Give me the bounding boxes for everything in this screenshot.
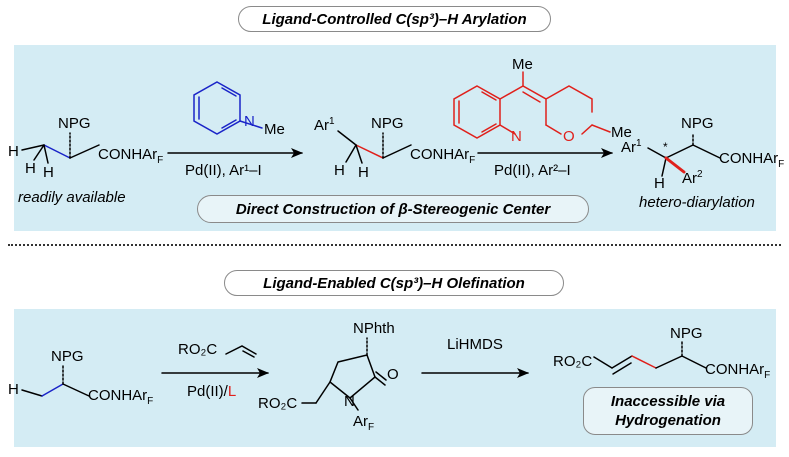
product-npg: NPG	[670, 325, 703, 342]
step2-conditions: Pd(II), Ar²–I	[494, 162, 571, 179]
sm2-amide: CONHArF	[88, 387, 154, 407]
product-ester: RO₂C	[553, 353, 593, 370]
p1-amide: CONHArF	[410, 146, 476, 166]
ligand1-me: Me	[264, 121, 285, 138]
p1-h-right: H	[358, 164, 369, 181]
sm-h3-bond	[43, 144, 49, 164]
sm2-backbone	[62, 383, 90, 397]
sm-h-bottom: H	[43, 164, 54, 181]
lactam-ar: ArF	[353, 413, 375, 433]
step4-reagent: LiHMDS	[447, 336, 503, 353]
title-olefination: Ligand-Enabled C(sp³)–H Olefination	[224, 270, 564, 296]
p2-star: *	[663, 140, 668, 154]
p2-ar2-bond	[664, 156, 686, 174]
p2-ar1: Ar1	[621, 138, 642, 156]
sm-h-bond	[21, 144, 45, 151]
note-inaccessible-hydrogenation: Inaccessible via Hydrogenation	[583, 387, 753, 435]
p2-amide: CONHArF	[719, 150, 785, 170]
sm-backbone	[69, 144, 100, 159]
sm2-h: H	[8, 381, 19, 398]
ligand1-pyridine	[193, 81, 263, 135]
olefin-product-bonds	[593, 339, 707, 375]
p2-amide-bond	[692, 144, 721, 159]
section-divider	[8, 244, 781, 246]
p1-h2-bond	[355, 144, 363, 164]
step1-conditions: Pd(II), Ar¹–I	[185, 162, 262, 179]
product-amide: CONHArF	[705, 361, 771, 381]
lactam-o: O	[387, 366, 399, 383]
note-readily-available: readily available	[18, 189, 126, 206]
sm-amide: CONHArF	[98, 146, 164, 166]
acrylate-label: RO₂C	[178, 341, 218, 358]
ligand2-n: N	[511, 128, 522, 145]
p1-beta-bond	[355, 144, 384, 159]
sm2-npg: NPG	[51, 348, 84, 365]
p1-npg: NPG	[371, 115, 404, 132]
title-arylation: Ligand-Controlled C(sp³)–H Arylation	[238, 6, 551, 32]
acrylate-double	[242, 350, 255, 358]
sm-npg: NPG	[58, 115, 91, 132]
p2-backbone	[665, 144, 694, 159]
ligand1-n: N	[244, 113, 255, 130]
banner-beta-stereogenic: Direct Construction of β-Stereogenic Cen…	[197, 195, 589, 223]
ligand2-tricycle	[453, 71, 611, 139]
lactam-ester: RO₂C	[258, 395, 298, 412]
sm-h-left: H	[8, 143, 19, 160]
p2-h-bond	[661, 157, 667, 177]
ligand2-me-top: Me	[512, 56, 533, 73]
sm-h2-bond	[33, 144, 45, 161]
lactam-ring	[301, 337, 387, 411]
p2-npg: NPG	[681, 115, 714, 132]
lactam-nphth: NPhth	[353, 320, 395, 337]
sm2-h-bond	[21, 389, 43, 397]
p1-h-left: H	[334, 162, 345, 179]
ligand2-me-right: Me	[611, 124, 632, 141]
sm-ch2-bond	[43, 144, 71, 159]
ligand2-o: O	[563, 128, 575, 145]
sm-h-bottom-left: H	[25, 160, 36, 177]
step3-conditions: Pd(II)/L	[187, 383, 237, 400]
lactam-n: N	[344, 393, 355, 410]
sm2-ch2-bond	[41, 383, 64, 397]
p2-h: H	[654, 175, 665, 192]
p2-ar1-bond	[647, 147, 667, 159]
p1-ar1: Ar1	[314, 116, 335, 134]
acrylate-bonds	[225, 345, 257, 355]
p1-backbone	[382, 144, 412, 159]
p1-h-bond	[345, 144, 357, 163]
note-hetero-diarylation: hetero-diarylation	[639, 194, 755, 211]
p2-ar2: Ar2	[682, 169, 703, 187]
p1-ar-bond	[337, 130, 357, 146]
